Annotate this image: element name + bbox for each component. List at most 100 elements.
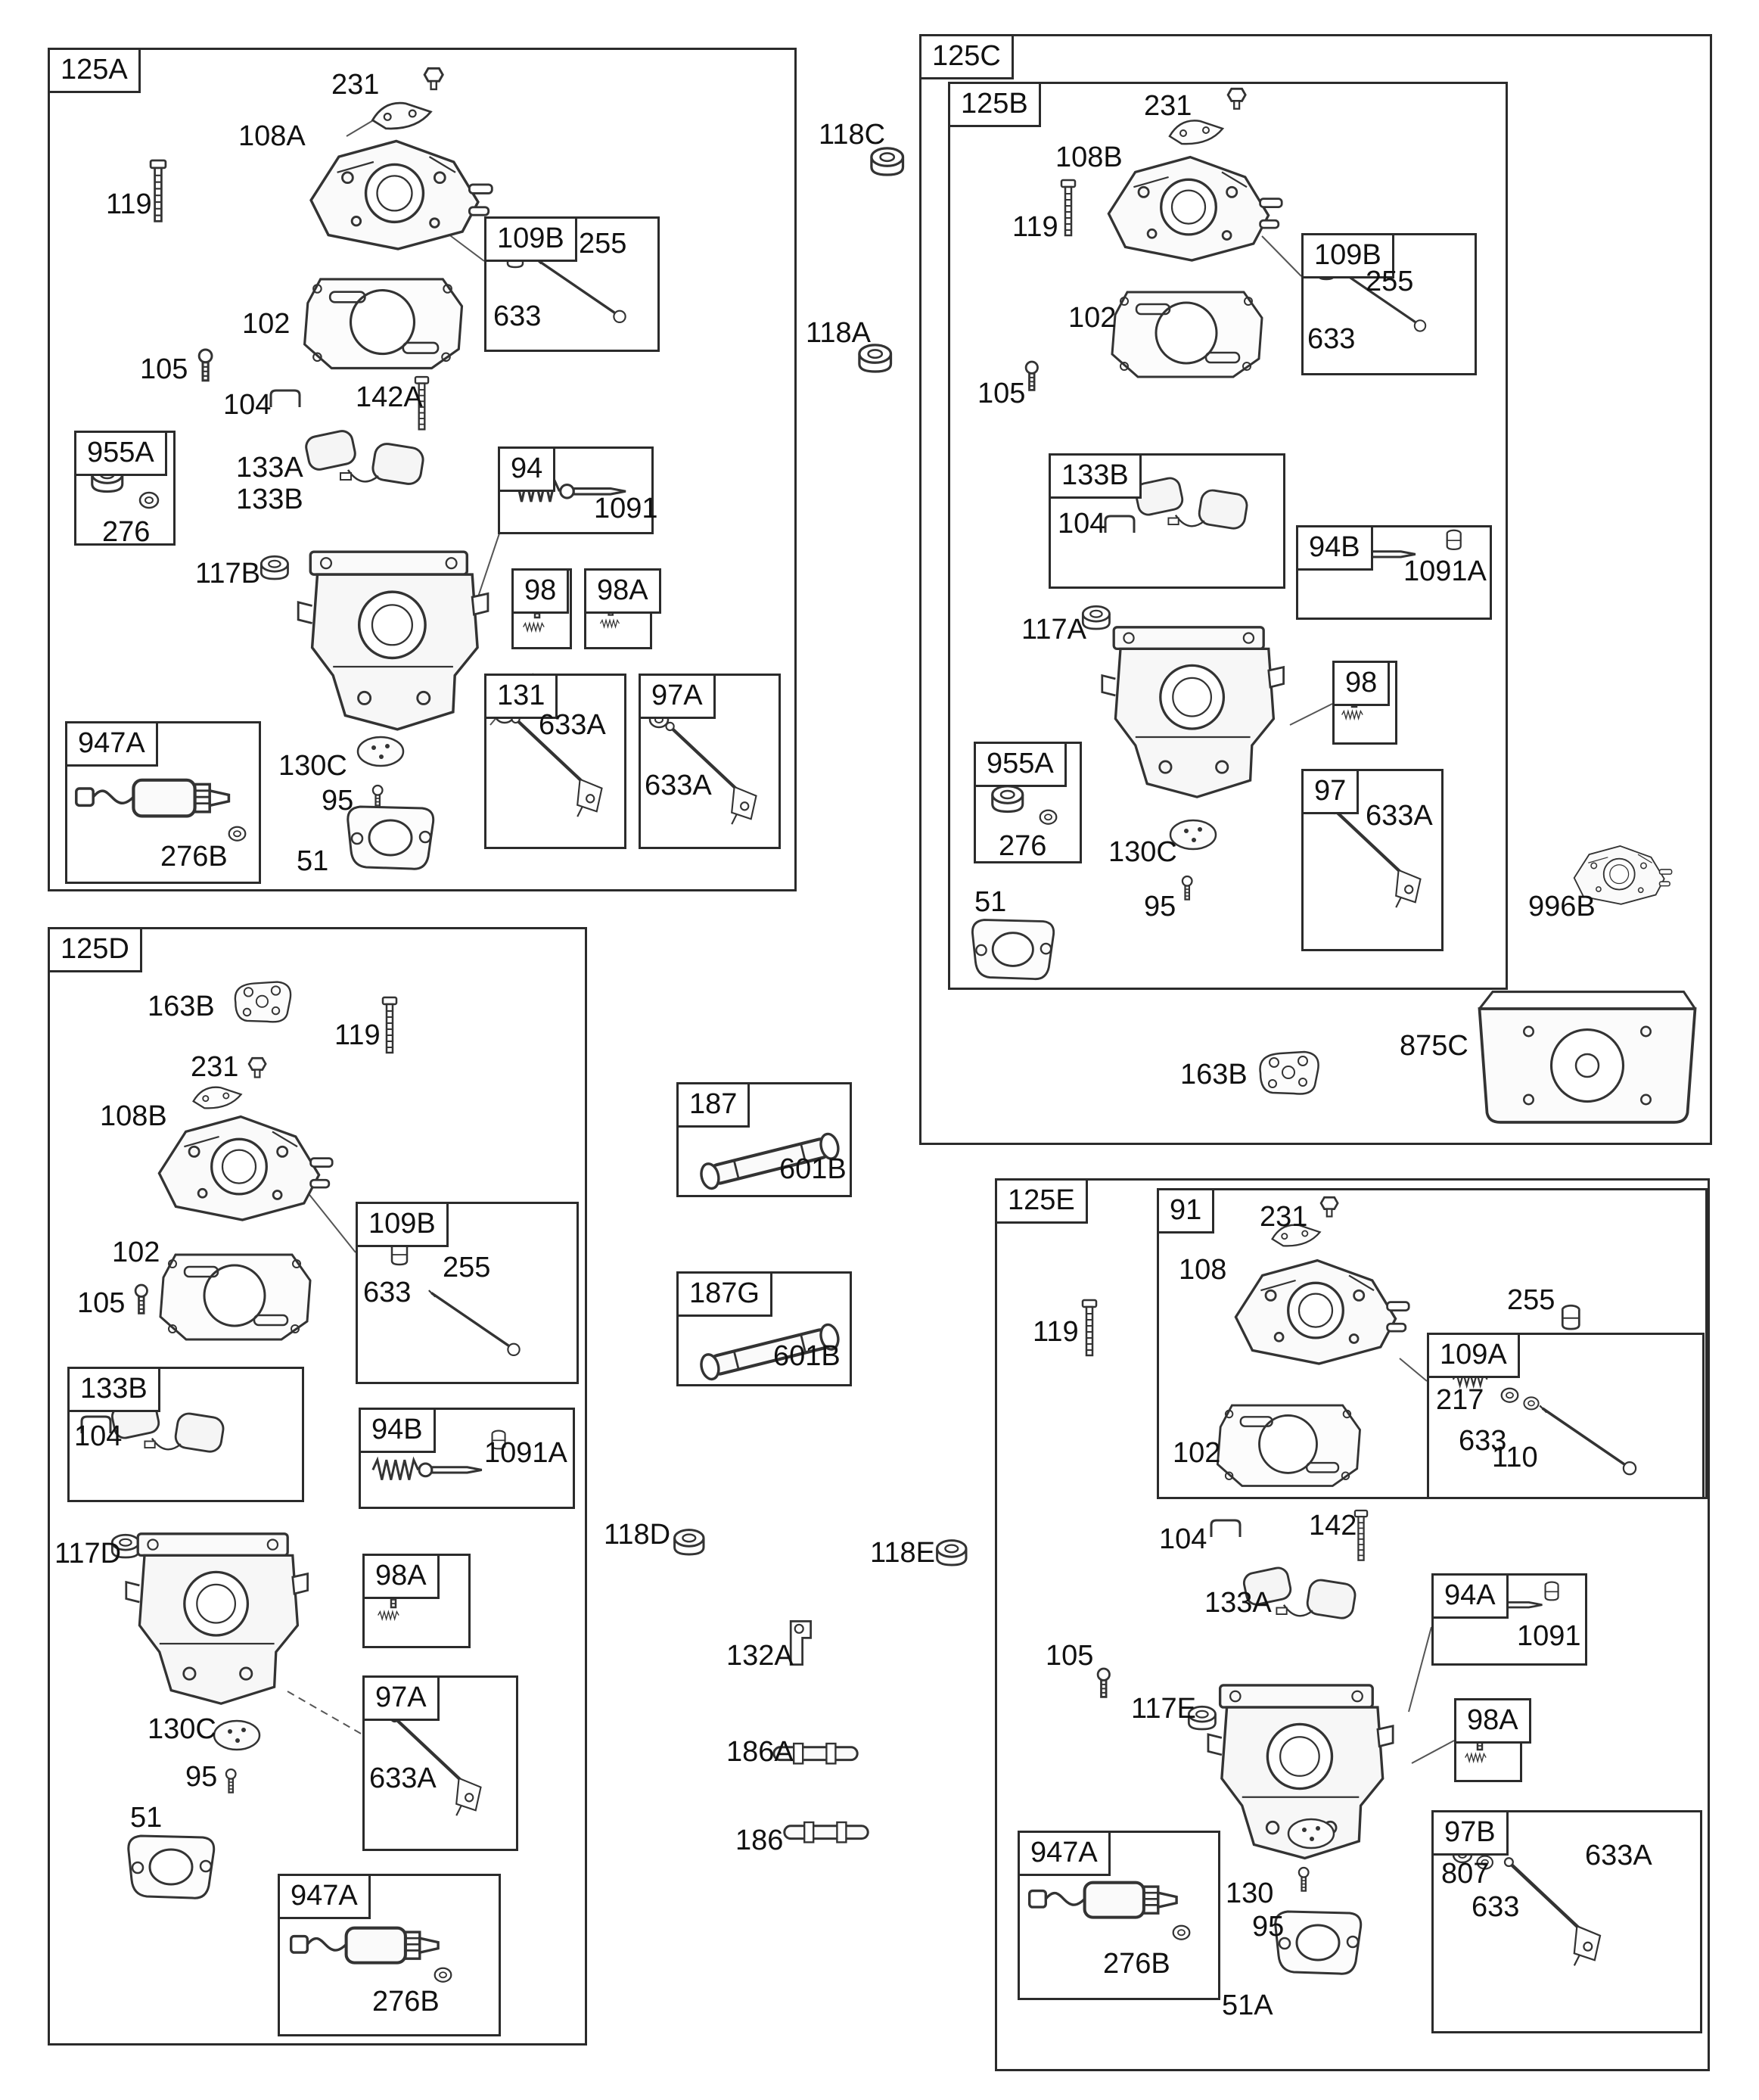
group-tag-98A-a: 98A bbox=[584, 568, 661, 614]
group-box-109A-e: 109A bbox=[1427, 1333, 1705, 1499]
plug-art-118E bbox=[936, 1539, 968, 1566]
part-label-1091: 1091 bbox=[1517, 1620, 1581, 1652]
group-box-94B-b: 94B bbox=[1296, 525, 1492, 620]
group-tag-97A-d: 97A bbox=[362, 1675, 440, 1721]
group-box-94B-d: 94B bbox=[359, 1408, 575, 1509]
part-label-118A: 118A bbox=[806, 317, 871, 349]
part-label-51: 51 bbox=[974, 886, 1007, 918]
group-tag-109B-b: 109B bbox=[1301, 233, 1394, 278]
group-tag-94-a: 94 bbox=[498, 446, 556, 492]
leader-lines bbox=[287, 114, 1455, 1764]
plug-art-118C bbox=[870, 147, 905, 176]
part-label-130: 130 bbox=[1226, 1878, 1274, 1909]
group-tag-133B-b: 133B bbox=[1049, 453, 1142, 499]
part-label-633: 633 bbox=[1307, 323, 1356, 355]
part-label-104: 104 bbox=[223, 389, 272, 421]
part-label-133B: 133B bbox=[236, 484, 303, 515]
part-label-104: 104 bbox=[1058, 508, 1106, 540]
part-label-133A: 133A bbox=[236, 452, 303, 484]
part-label-231: 231 bbox=[191, 1051, 239, 1083]
group-tag-187: 187 bbox=[676, 1082, 751, 1128]
part-label-108B: 108B bbox=[100, 1100, 167, 1132]
group-tag-97B-e: 97B bbox=[1431, 1810, 1509, 1856]
part-label-1091: 1091 bbox=[594, 493, 658, 524]
part-label-104: 104 bbox=[1159, 1523, 1207, 1555]
group-tag-947A-e: 947A bbox=[1018, 1831, 1111, 1876]
part-label-633: 633 bbox=[363, 1277, 412, 1308]
group-tag-94B-d: 94B bbox=[359, 1408, 436, 1453]
part-label-105: 105 bbox=[140, 353, 188, 385]
group-tag-187G: 187G bbox=[676, 1271, 772, 1317]
group-tag-98A-e: 98A bbox=[1454, 1698, 1531, 1744]
part-label-95: 95 bbox=[185, 1761, 218, 1793]
group-tag-94A-e: 94A bbox=[1431, 1573, 1509, 1619]
section-tag-125E: 125E bbox=[995, 1178, 1088, 1224]
group-tag-947A-d: 947A bbox=[278, 1874, 371, 1919]
group-box-98-b: 98 bbox=[1332, 661, 1397, 745]
group-tag-109B-a: 109B bbox=[484, 216, 577, 262]
part-label-601B: 601B bbox=[773, 1340, 841, 1372]
part-label-996B: 996B bbox=[1528, 891, 1596, 922]
part-label-633A: 633A bbox=[1585, 1840, 1652, 1871]
section-box-125D: 125D bbox=[48, 927, 587, 2046]
section-tag-125D: 125D bbox=[48, 927, 142, 972]
group-box-98-a: 98 bbox=[511, 568, 572, 649]
group-tag-98-b: 98 bbox=[1332, 661, 1391, 706]
part-label-601B: 601B bbox=[779, 1153, 847, 1185]
group-box-187: 187 bbox=[676, 1082, 852, 1197]
group-box-947A-a: 947A bbox=[65, 721, 261, 884]
part-label-108: 108 bbox=[1179, 1254, 1227, 1286]
group-box-947A-e: 947A bbox=[1018, 1831, 1220, 2000]
group-tag-98A-d: 98A bbox=[362, 1554, 440, 1599]
group-box-91-e: 91 bbox=[1157, 1188, 1708, 1499]
part-label-1091A: 1091A bbox=[484, 1437, 567, 1469]
part-label-807: 807 bbox=[1441, 1858, 1490, 1890]
part-label-633: 633 bbox=[493, 300, 542, 332]
part-label-276: 276 bbox=[999, 830, 1047, 862]
part-label-186A: 186A bbox=[726, 1736, 794, 1768]
part-label-118E: 118E bbox=[870, 1537, 935, 1569]
part-label-633A: 633A bbox=[539, 709, 606, 741]
part-label-119: 119 bbox=[334, 1019, 381, 1051]
group-box-109B-a: 109B bbox=[484, 216, 660, 352]
group-box-94-a: 94 bbox=[498, 446, 654, 534]
part-label-119: 119 bbox=[1033, 1316, 1079, 1348]
part-label-875C: 875C bbox=[1400, 1030, 1468, 1062]
part-label-119: 119 bbox=[106, 188, 152, 220]
part-label-163B: 163B bbox=[148, 991, 215, 1022]
part-label-231: 231 bbox=[1260, 1201, 1308, 1233]
plug-art-118D bbox=[673, 1529, 705, 1556]
part-label-276B: 276B bbox=[160, 841, 228, 873]
part-label-118C: 118C bbox=[819, 119, 886, 151]
group-tag-109B-d: 109B bbox=[356, 1202, 449, 1247]
group-box-947A-d: 947A bbox=[278, 1874, 501, 2036]
part-label-255: 255 bbox=[579, 228, 627, 260]
group-box-131-a: 131 bbox=[484, 674, 626, 849]
part-label-130C: 130C bbox=[148, 1713, 216, 1745]
part-label-102: 102 bbox=[242, 308, 291, 340]
group-tag-947A-a: 947A bbox=[65, 721, 158, 767]
section-tag-125C: 125C bbox=[919, 34, 1014, 79]
group-tag-98-a: 98 bbox=[511, 568, 570, 614]
group-box-94A-e: 94A bbox=[1431, 1573, 1587, 1666]
part-label-1091A: 1091A bbox=[1403, 555, 1487, 587]
part-label-231: 231 bbox=[1144, 90, 1192, 122]
group-tag-94B-b: 94B bbox=[1296, 525, 1373, 571]
section-box-125A: 125A bbox=[48, 48, 797, 891]
part-label-276B: 276B bbox=[1103, 1948, 1170, 1980]
group-tag-131-a: 131 bbox=[484, 674, 558, 719]
part-label-117B: 117B bbox=[195, 558, 260, 590]
group-box-955A-b: 955A bbox=[974, 742, 1082, 863]
part-label-633A: 633A bbox=[1366, 800, 1433, 832]
part-label-102: 102 bbox=[1068, 302, 1117, 334]
section-box-125B: 125B bbox=[948, 82, 1508, 990]
part-label-142A: 142A bbox=[356, 381, 423, 413]
part-label-105: 105 bbox=[77, 1287, 126, 1319]
part-label-95: 95 bbox=[322, 785, 354, 817]
part-label-132A: 132A bbox=[726, 1640, 794, 1672]
part-label-51: 51 bbox=[297, 845, 329, 877]
part-label-95: 95 bbox=[1252, 1911, 1285, 1943]
part-label-102: 102 bbox=[1173, 1437, 1221, 1469]
part-label-255: 255 bbox=[443, 1252, 491, 1283]
